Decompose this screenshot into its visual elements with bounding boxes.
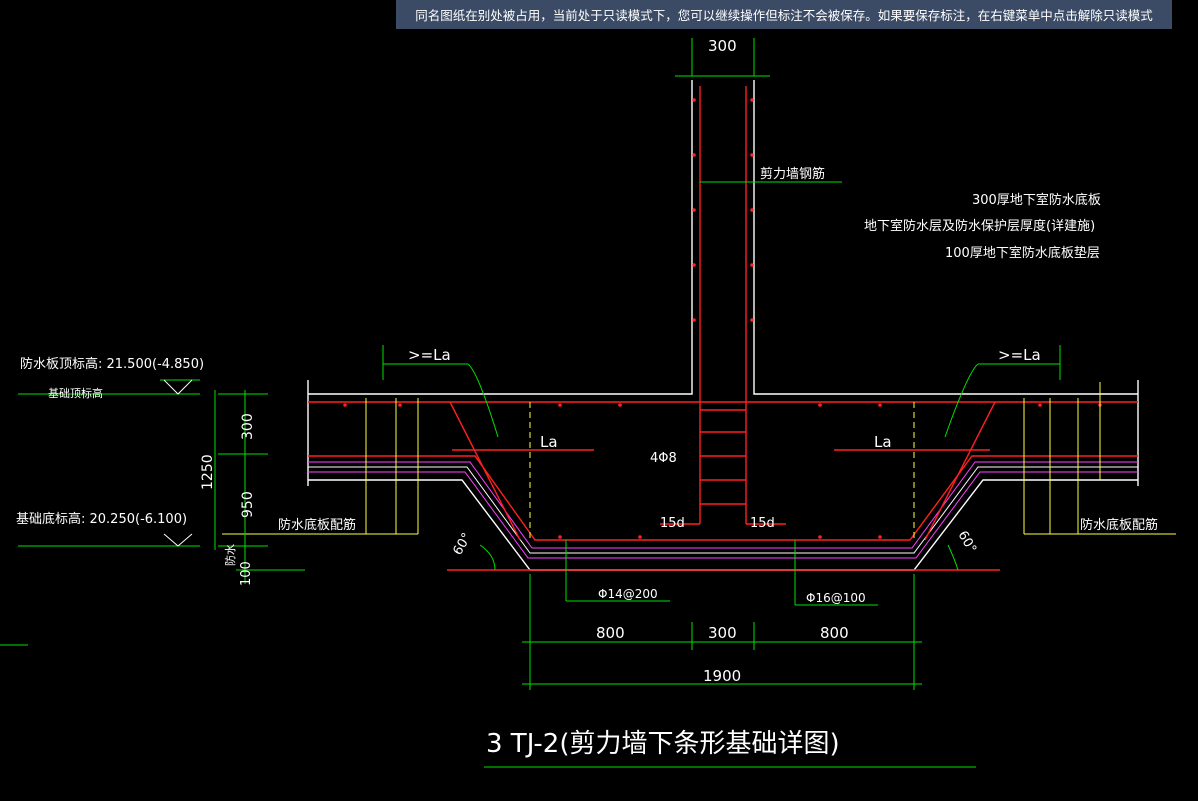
note-line-2: 地下室防水层及防水保护层厚度(详建施) — [864, 218, 1095, 234]
concrete-outline — [307, 80, 1139, 571]
elevation-top-sub: 基础顶标高 — [48, 386, 103, 400]
bottom-dim-right: 800 — [820, 624, 849, 642]
bottom-dim-left: 800 — [596, 624, 625, 642]
slab-rebar-left: 防水底板配筋 — [278, 517, 356, 533]
readonly-banner-text: 同名图纸在别处被占用，当前处于只读模式下，您可以继续操作但标注不会被保存。如果要… — [415, 8, 1153, 23]
rebar-lines — [308, 86, 1138, 571]
angle-right: 60° — [955, 529, 980, 556]
bottom-dim-middle: 300 — [708, 624, 737, 642]
waterproof-layer — [308, 461, 1138, 559]
labels: 300 剪力墙钢筋 300厚地下室防水底板 地下室防水层及防水保护层厚度(详建施… — [16, 37, 1158, 759]
top-wall-dim: 300 — [708, 37, 737, 55]
dim-1250-vertical: 1250 — [200, 454, 216, 490]
wall-rebar-label: 剪力墙钢筋 — [760, 166, 825, 182]
la-right: La — [874, 433, 892, 451]
hook-left: 15d — [660, 516, 685, 531]
elevation-markers — [163, 379, 193, 547]
rebar-spec-1: Φ14@200 — [598, 587, 658, 601]
drawing-title: 3 TJ-2(剪力墙下条形基础详图) — [486, 729, 840, 759]
stirrup-label: 4Φ8 — [650, 451, 677, 466]
dim-950-vertical: 950 — [240, 491, 256, 518]
section-lines — [222, 382, 1176, 540]
la-left: La — [540, 433, 558, 451]
total-dim: 1900 — [703, 667, 741, 685]
readonly-banner: 同名图纸在别处被占用，当前处于只读模式下，您可以继续操作但标注不会被保存。如果要… — [396, 0, 1172, 29]
anchor-left: >=La — [408, 346, 451, 364]
note-line-3: 100厚地下室防水底板垫层 — [945, 245, 1100, 261]
waterproof-small: 防水 — [223, 544, 237, 566]
rebar-spec-2: Φ16@100 — [806, 591, 866, 605]
dim-100-vertical: 100 — [239, 561, 254, 586]
slab-rebar-right: 防水底板配筋 — [1080, 517, 1158, 533]
angle-left: 60° — [450, 531, 475, 558]
anchor-right: >=La — [998, 346, 1041, 364]
dim-300-vertical: 300 — [240, 413, 256, 440]
note-line-1: 300厚地下室防水底板 — [972, 192, 1101, 208]
elevation-top-label: 防水板顶标高: 21.500(-4.850) — [20, 356, 204, 372]
elevation-bottom-label: 基础底标高: 20.250(-6.100) — [16, 511, 187, 527]
rebar-dots — [343, 98, 1102, 539]
dimension-lines — [0, 38, 1061, 768]
hook-right: 15d — [750, 516, 775, 531]
